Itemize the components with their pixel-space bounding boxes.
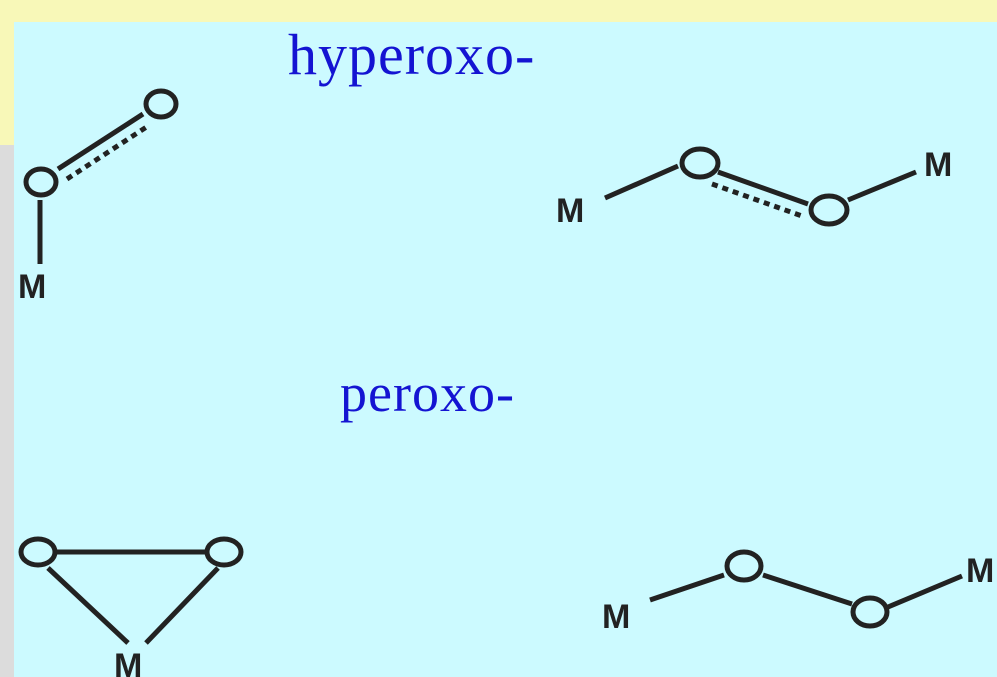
- oxygen-atom: [808, 193, 850, 227]
- bond-o-m: [144, 566, 220, 645]
- metal-atom-label: M: [114, 647, 142, 677]
- bond-o-o-dashed: [65, 123, 150, 182]
- peroxo-side-on-structure: [18, 536, 244, 645]
- metal-atom-label: M: [602, 598, 630, 636]
- peroxo-bridging-structure: [649, 549, 963, 629]
- bond-o-o-solid: [717, 169, 809, 207]
- left-margin-strip: [0, 145, 14, 677]
- bond-o-o: [762, 572, 853, 607]
- oxygen-atom: [724, 549, 764, 583]
- oxygen-atom: [204, 536, 244, 568]
- oxygen-atom: [850, 595, 890, 629]
- bond-o-o-dashed: [711, 181, 803, 219]
- hyperoxo-heading: hyperoxo-: [288, 22, 536, 87]
- metal-atom-label: M: [556, 192, 584, 230]
- oxygen-atom: [143, 88, 179, 120]
- bond-o-o-solid: [56, 111, 145, 172]
- oxygen-atom: [679, 146, 721, 180]
- peroxo-heading: peroxo-: [340, 363, 515, 423]
- metal-atom-label: M: [18, 268, 46, 306]
- bond-o-m: [847, 169, 917, 203]
- hyperoxo-end-on-structure: [23, 88, 179, 264]
- bond-m-o: [603, 163, 680, 201]
- metal-atom-label: M: [966, 552, 994, 590]
- bond-o-m: [46, 566, 130, 645]
- oxygen-atom: [23, 166, 59, 198]
- metal-atom-label: M: [924, 146, 952, 184]
- bond-o-m: [887, 573, 963, 610]
- bond-m-o: [649, 572, 725, 603]
- diagram-panel: [14, 22, 997, 677]
- oxygen-atom: [18, 536, 58, 568]
- hyperoxo-bridging-structure: [603, 146, 917, 227]
